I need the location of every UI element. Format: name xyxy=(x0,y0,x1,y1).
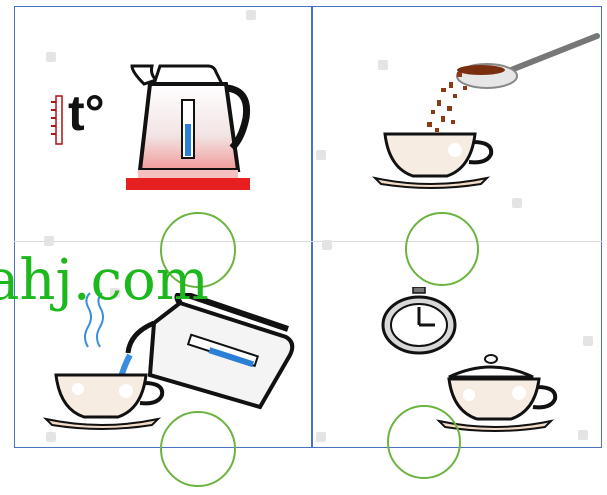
thermometer-icon xyxy=(48,92,70,152)
electric-kettle-icon xyxy=(122,58,254,194)
temperature-label: t° xyxy=(68,84,105,142)
spoon-coffee-icon xyxy=(411,28,601,138)
answer-circle-3[interactable] xyxy=(160,411,236,487)
coffee-cup-icon xyxy=(371,128,501,190)
panel-coffee-spoon xyxy=(311,0,602,241)
coffee-cup-icon xyxy=(42,369,172,431)
watermark-text: ahj.com xyxy=(0,248,209,313)
answer-circle-4[interactable] xyxy=(387,405,461,479)
panel-kettle-heating: t° xyxy=(0,0,311,241)
stopwatch-icon xyxy=(379,287,459,357)
panel-timer-cup xyxy=(311,241,602,448)
